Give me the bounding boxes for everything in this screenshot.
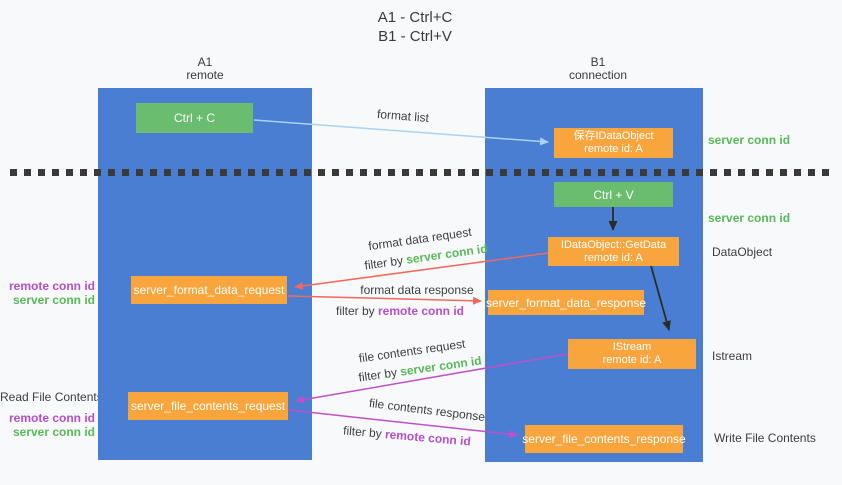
diagram-title: A1 - Ctrl+C B1 - Ctrl+V [330, 8, 500, 46]
node-idataobject-getdata-line2: remote id: A [584, 251, 643, 264]
title-line-1: A1 - Ctrl+C [377, 9, 453, 26]
lifeline-a1-role: remote [186, 68, 224, 82]
node-istream: IStream remote id: A [568, 339, 696, 369]
label-server-conn-id-right-1: server conn id [708, 133, 791, 147]
node-ctrl-v: Ctrl + V [554, 182, 673, 207]
lifeline-a1-header: A1 remote [145, 56, 265, 82]
label-server-conn-id-right-2: server conn id [708, 211, 791, 225]
lifeline-b1-header: B1 connection [538, 56, 658, 82]
node-save-idataobject-line2: remote id: A [584, 143, 643, 155]
lifeline-a1-name: A1 [197, 55, 213, 69]
read-file-contents-block: Read File Contents [0, 390, 103, 404]
label-format-data-response: format data response [360, 283, 474, 297]
node-idataobject-getdata-line1: IDataObject::GetData [560, 238, 667, 251]
label-server-conn-id-left-1: server conn id [12, 293, 95, 307]
node-server-format-data-response: server_format_data_response [485, 290, 647, 315]
lifeline-b1-role: connection [568, 68, 628, 82]
node-istream-line2: remote id: A [602, 354, 662, 366]
label-read-file-contents: Read File Contents [0, 390, 103, 404]
arrow-format-data-response [287, 295, 482, 305]
node-server-file-contents-response: server_file_contents_response [522, 425, 686, 453]
label-remote-conn-id-left-2: remote conn id [8, 411, 95, 425]
arrow-getdata-to-istream [650, 265, 671, 331]
node-server-format-data-request: server_format_data_request [131, 276, 287, 304]
arrow-format-data-request [294, 252, 549, 290]
node-server-file-contents-response-label: server_file_contents_response [522, 432, 686, 446]
label-dataobject: DataObject [712, 245, 773, 259]
node-save-idataobject: 保存IDataObject remote id: A [554, 128, 673, 158]
node-server-file-contents-request-label: server_file_contents_request [130, 399, 286, 413]
arrow-file-contents-response [288, 409, 518, 439]
node-server-format-data-request-label: server_format_data_request [133, 283, 285, 297]
node-istream-line1: IStream [612, 341, 652, 353]
node-ctrl-v-label: Ctrl + V [593, 187, 634, 202]
lifeline-b1-name: B1 [590, 55, 606, 69]
arrow-format-list [253, 119, 549, 146]
arrow-file-contents-request [295, 353, 568, 404]
label-istream: Istream [712, 349, 753, 363]
node-server-format-data-response-label: server_format_data_response [485, 295, 647, 310]
left-conn-id-block-2: remote conn id server conn id [0, 411, 95, 439]
left-conn-id-block-1: remote conn id server conn id [0, 279, 95, 307]
node-save-idataobject-line1: 保存IDataObject [573, 130, 654, 142]
node-idataobject-getdata: IDataObject::GetData remote id: A [548, 237, 679, 266]
machine-boundary-dotted-line [10, 169, 832, 176]
label-format-data-response-filter-key: remote conn id [378, 304, 465, 318]
title-line-2: B1 - Ctrl+V [378, 28, 452, 45]
label-format-data-response-filter: filter by remote conn id [336, 304, 464, 318]
node-ctrl-c-label: Ctrl + C [173, 111, 215, 125]
label-server-conn-id-left-2: server conn id [12, 425, 95, 439]
label-format-data-response-filter-prefix: filter by [335, 304, 378, 318]
label-write-file-contents: Write File Contents [714, 431, 816, 445]
node-ctrl-c: Ctrl + C [136, 103, 253, 133]
node-server-file-contents-request: server_file_contents_request [128, 392, 288, 420]
label-remote-conn-id-left-1: remote conn id [8, 279, 95, 293]
